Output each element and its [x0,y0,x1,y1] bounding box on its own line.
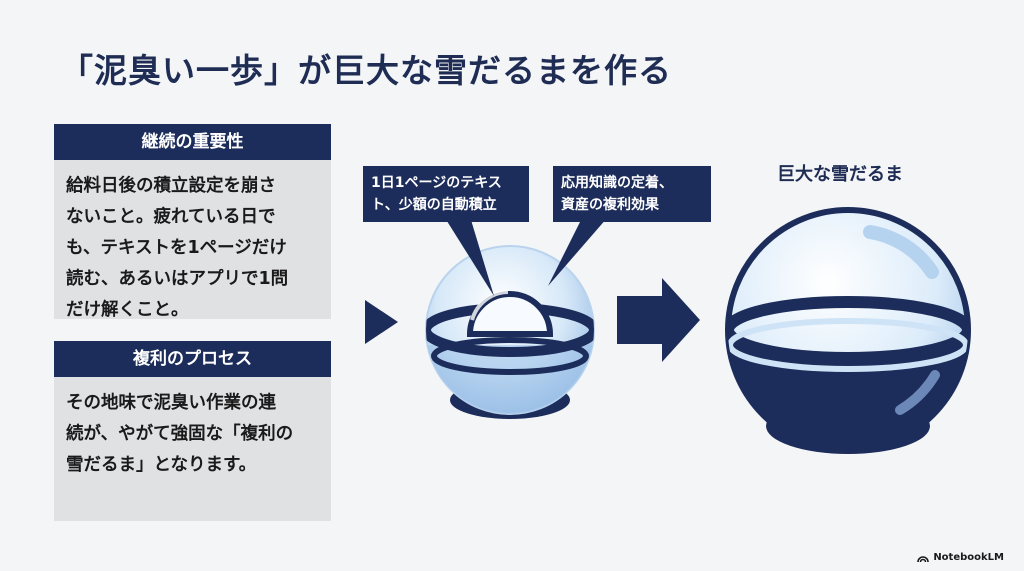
compound-process-card-body: その地味で泥臭い作業の連 続が、やがて強固な「複利の 雪だるま」となります。 [54,377,331,481]
notebooklm-logo-icon [917,555,930,562]
card-line: も、テキストを1ページだけ [66,238,287,258]
card-line: 雪だるま」となります。 [66,455,257,475]
arrow-right-icon [365,300,398,344]
card-line: 読む、あるいはアプリで1問 [66,269,289,289]
card-line: 続が、やがて強固な「複利の [66,424,294,444]
card-line: その地味で泥臭い作業の連 [66,393,276,413]
card-line: ないこと。疲れている日で [66,207,276,227]
arrow-right-icon [617,278,700,362]
callout-daily-study: 1日1ページのテキス ト、少額の自動積立 [363,166,529,222]
continuity-card-heading: 継続の重要性 [54,124,331,160]
big-snowball-label: 巨大な雪だるま [777,164,903,185]
big-snowball [725,207,971,454]
callout-pointer [548,210,614,286]
callout-line: 資産の複利効果 [561,197,659,213]
small-snowball [425,245,595,419]
branding: NotebookLM [917,552,1004,563]
card-line: 給料日後の積立設定を崩さ [66,176,276,196]
continuity-card-body: 給料日後の積立設定を崩さ ないこと。疲れている日で も、テキストを1ページだけ … [54,160,331,326]
callout-line: 1日1ページのテキス [371,175,502,191]
callout-compound-effect: 応用知識の定着、 資産の複利効果 [553,166,711,222]
callout-line: ト、少額の自動積立 [371,197,497,213]
callout-line: 応用知識の定着、 [561,175,673,191]
callout-pointer [440,210,494,296]
card-line: だけ解くこと。 [66,300,189,320]
continuity-card: 継続の重要性 給料日後の積立設定を崩さ ないこと。疲れている日で も、テキストを… [54,124,331,320]
compound-process-card-heading: 複利のプロセス [54,341,331,377]
compound-process-card: 複利のプロセス その地味で泥臭い作業の連 続が、やがて強固な「複利の 雪だるま」… [54,341,331,521]
page-title: 「泥臭い一歩」が巨大な雪だるまを作る [60,51,672,90]
branding-text: NotebookLM [933,552,1004,563]
